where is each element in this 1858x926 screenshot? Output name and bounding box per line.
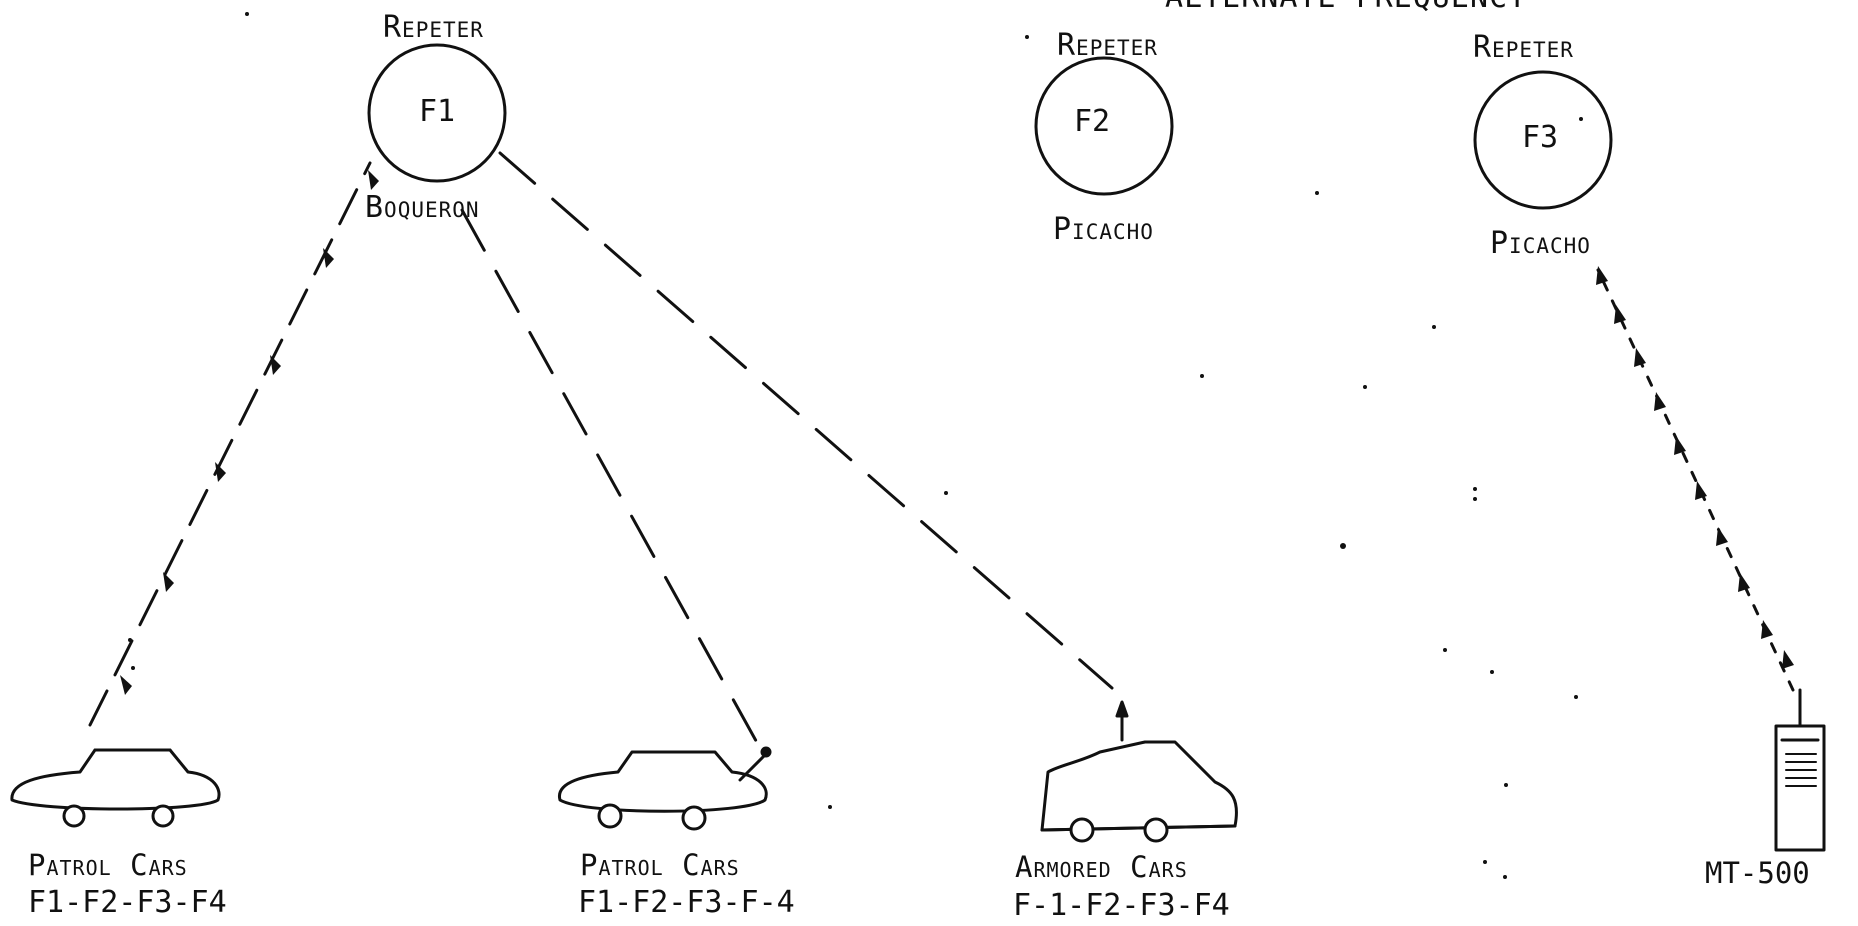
repeater-f3-circle [1473,70,1613,210]
link-patrol-car-1-to-f1 [88,161,379,727]
repeater-f2-freq: F2 [1073,104,1111,139]
repeater-f3-heading: Repeter [1473,30,1574,65]
unit-patrol-cars-2-name: Patrol Cars [580,848,740,882]
repeater-f2-site: Picacho [1053,212,1154,247]
arrowheads-link-mt500 [1596,266,1794,669]
unit-patrol-cars-2-freqs: F1-F2-F3-F-4 [578,885,795,920]
repeater-f3-freq: F3 [1521,120,1559,155]
scan-speckles [128,12,1583,879]
repeater-f3-site: Picacho [1490,226,1591,261]
patrol-car-1-icon [10,748,221,828]
repeater-f1-freq: F1 [418,94,456,129]
mt500-radio-icon [1774,688,1826,852]
header-title: ALTERNATE FREQUENCY [1165,0,1527,15]
patrol-car-2-icon [558,746,772,831]
link-f1-to-patrol-car-2 [460,208,762,750]
unit-patrol-cars-1-name: Patrol Cars [28,848,188,882]
repeater-f2-circle [1034,56,1174,196]
unit-patrol-cars-1-freqs: F1-F2-F3-F4 [28,885,227,920]
unit-mt500-name: MT-500 [1705,856,1810,890]
repeater-f1-heading: Repeter [383,10,484,45]
unit-armored-cars-freqs: F-1-F2-F3-F4 [1013,888,1230,923]
repeater-f1-site: Boqueron [365,190,480,225]
link-f1-to-armored-car [498,151,1114,690]
armored-car-icon [1040,700,1238,843]
link-mt500-to-f3 [1596,266,1795,692]
repeater-f1-circle [367,43,507,183]
arrowheads-link-1 [120,170,379,695]
repeater-f2-heading: Repeter [1057,28,1158,63]
unit-armored-cars-name: Armored Cars [1015,850,1188,884]
